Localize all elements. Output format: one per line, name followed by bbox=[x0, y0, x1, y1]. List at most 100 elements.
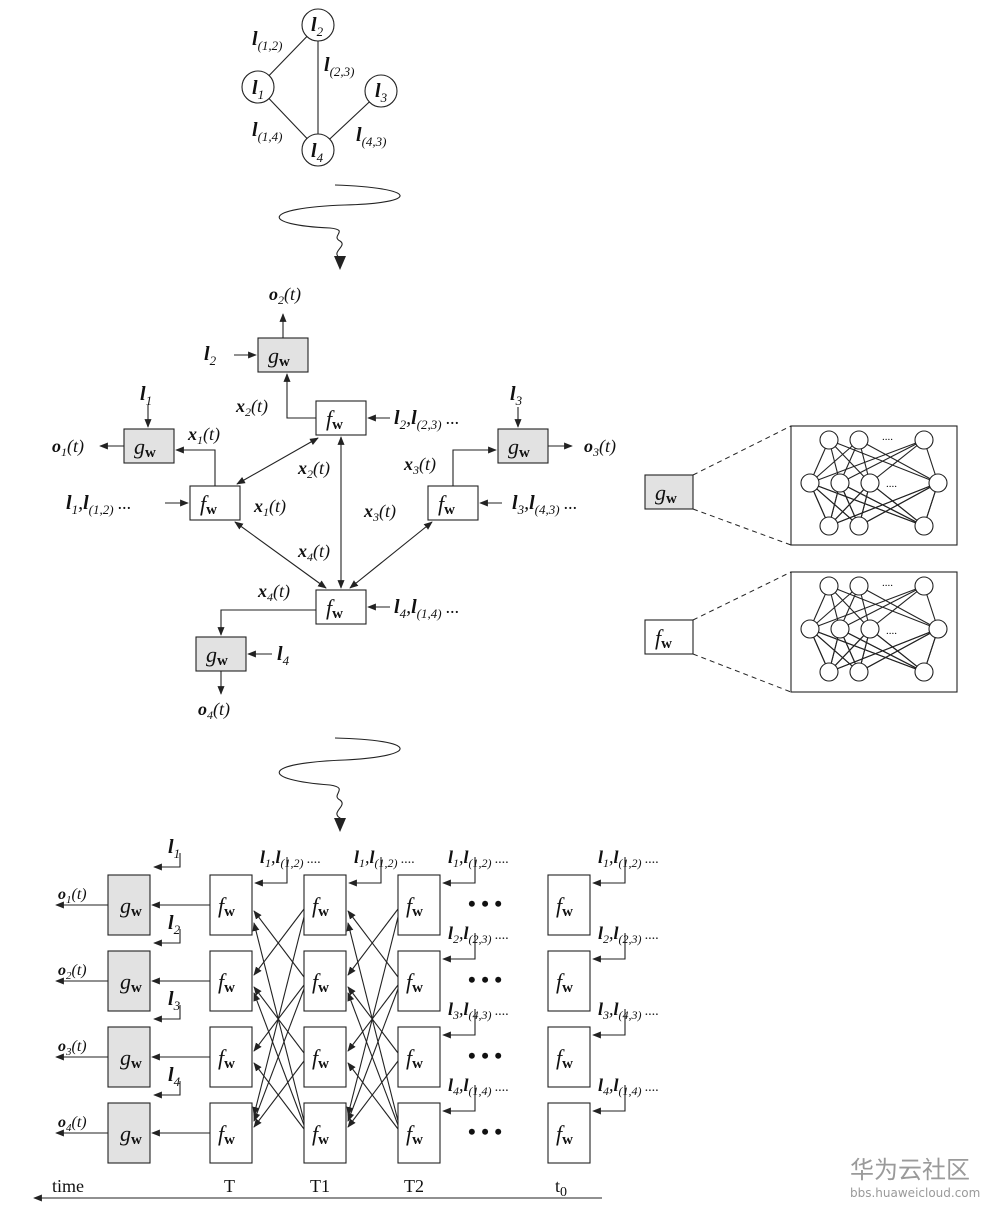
graph-node-1 bbox=[241, 70, 275, 104]
module-g-box bbox=[644, 474, 694, 510]
watermark: 华为云社区 bbs.huaweicloud.com bbox=[850, 1156, 980, 1200]
transition-input-1: l1,l(1,2) ... bbox=[66, 492, 132, 517]
state-edge bbox=[253, 908, 305, 976]
transition-input-arrow bbox=[442, 933, 476, 963]
f-box-unfolded bbox=[303, 1102, 347, 1164]
time-step-label-1: T1 bbox=[310, 1176, 330, 1196]
f-box-unfolded bbox=[547, 1026, 591, 1088]
g-box-1 bbox=[123, 428, 175, 464]
state-edge bbox=[253, 910, 305, 978]
neuron bbox=[819, 662, 839, 682]
state-edge bbox=[252, 922, 305, 1122]
column-ellipsis: • • • bbox=[468, 1043, 502, 1068]
g-box-unfolded bbox=[107, 950, 151, 1012]
neuron bbox=[914, 430, 934, 450]
state-edge bbox=[347, 992, 399, 1126]
g-box-2 bbox=[257, 337, 309, 373]
transition-input-arrow bbox=[592, 1009, 626, 1039]
state-label-3b: x3(t) bbox=[363, 501, 396, 524]
neuron bbox=[849, 430, 869, 450]
unfolded-transition-input: l1,l(1,2) .... bbox=[260, 847, 321, 870]
input-label-3: l3 bbox=[510, 383, 523, 408]
f-box-unfolded bbox=[209, 950, 253, 1012]
transition-input-arrow bbox=[442, 1085, 476, 1115]
graph-edge-label-43: l(4,3) bbox=[356, 124, 386, 149]
watermark-url: bbs.huaweicloud.com bbox=[850, 1186, 980, 1200]
g-box-unfolded bbox=[107, 1026, 151, 1088]
state-edge bbox=[253, 988, 305, 1122]
input-label-1: l1 bbox=[140, 383, 152, 408]
state-edge bbox=[346, 916, 399, 1116]
graph-edge-label-23: l(2,3) bbox=[324, 54, 354, 79]
mlp-f-neurons bbox=[800, 576, 948, 682]
state-label-2a: x2(t) bbox=[235, 396, 268, 419]
neuron bbox=[914, 576, 934, 596]
neuron bbox=[800, 473, 820, 493]
output-label-1: o1(t) bbox=[52, 436, 84, 459]
neuron bbox=[849, 516, 869, 536]
unfolded-transition-input: l1,l(1,2) .... bbox=[354, 847, 415, 870]
unfolded-node-label: l2 bbox=[168, 912, 181, 937]
output-label-2: o2(t) bbox=[269, 284, 301, 307]
f-box-unfolded bbox=[547, 1102, 591, 1164]
state-edge bbox=[252, 916, 305, 1116]
state-edge bbox=[347, 908, 399, 976]
unfolded-transition-input: l1,l(1,2) .... bbox=[448, 847, 509, 870]
f-box-unfolded bbox=[209, 1026, 253, 1088]
transition-input-3: l3,l(4,3) ... bbox=[512, 492, 578, 517]
mlp-g-ellipsis-top: .... bbox=[882, 431, 893, 443]
neuron bbox=[928, 619, 948, 639]
neuron bbox=[819, 576, 839, 596]
unfolded-transition-input: l3,l(4,3) .... bbox=[448, 999, 509, 1022]
transition-input-arrow bbox=[592, 933, 626, 963]
transform-arrow-1 bbox=[278, 184, 401, 270]
mlp-f-ellipsis-top: .... bbox=[882, 577, 893, 589]
neuron bbox=[849, 662, 869, 682]
time-step-label-3: t0 bbox=[555, 1176, 567, 1200]
unfolded-node-label: l1 bbox=[168, 836, 180, 861]
f-box-unfolded bbox=[547, 874, 591, 936]
f-box-4 bbox=[315, 589, 367, 625]
neuron bbox=[860, 473, 880, 493]
transition-input-4: l4,l(1,4) ... bbox=[394, 596, 460, 621]
time-axis-label: time bbox=[52, 1176, 84, 1196]
mlp-g-neurons bbox=[800, 430, 948, 536]
transition-input-arrow bbox=[442, 1009, 476, 1039]
unfolded-output-label: o2(t) bbox=[58, 962, 87, 982]
f-box-unfolded bbox=[303, 950, 347, 1012]
transition-input-arrow bbox=[254, 857, 288, 887]
neuron bbox=[914, 662, 934, 682]
state-edge bbox=[347, 1062, 399, 1130]
f-box-2 bbox=[315, 400, 367, 436]
column-ellipsis: • • • bbox=[468, 967, 502, 992]
output-label-3: o3(t) bbox=[584, 436, 616, 459]
neuron bbox=[819, 516, 839, 536]
column-ellipsis: • • • bbox=[468, 1119, 502, 1144]
time-step-label-2: T2 bbox=[404, 1176, 424, 1196]
encoding-network: gw fw gw fw gw fw fw gw o2(t) bbox=[52, 284, 616, 722]
transition-input-2: l2,l(2,3) ... bbox=[394, 407, 460, 432]
unfolded-node-label: l4 bbox=[168, 1064, 181, 1089]
graph-edge-label-12: l(1,2) bbox=[252, 28, 282, 53]
neuron bbox=[800, 619, 820, 639]
neuron bbox=[849, 576, 869, 596]
input-label-4: l4 bbox=[277, 643, 290, 668]
state-label-1b: x1(t) bbox=[253, 496, 286, 519]
g-box-unfolded bbox=[107, 1102, 151, 1164]
time-step-label-0: T bbox=[224, 1176, 235, 1196]
f-box-unfolded bbox=[397, 950, 441, 1012]
state-edge bbox=[347, 986, 399, 1054]
mlp-g-ellipsis-mid: .... bbox=[886, 478, 897, 490]
f-box-unfolded bbox=[547, 950, 591, 1012]
label-arrow bbox=[153, 1081, 181, 1099]
unfolded-transition-input: l2,l(2,3) .... bbox=[598, 923, 659, 946]
unfolded-output-label: o1(t) bbox=[58, 886, 87, 906]
graph-node-4 bbox=[301, 133, 335, 167]
output-label-4: o4(t) bbox=[198, 699, 230, 722]
state-label-3a: x3(t) bbox=[403, 454, 436, 477]
state-edge bbox=[253, 1062, 305, 1130]
state-edge bbox=[347, 910, 399, 978]
state-edge bbox=[253, 1060, 305, 1128]
